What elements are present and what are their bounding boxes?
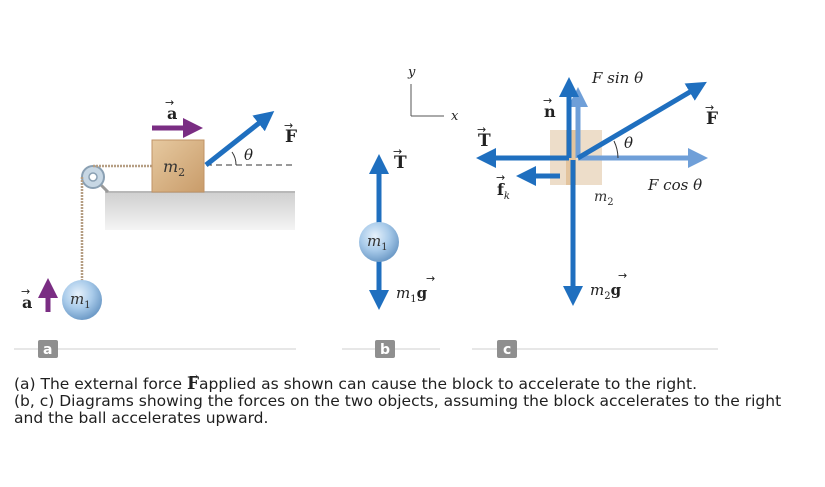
weight-label-c: m2g [590,281,622,302]
angle-label: θ [244,146,253,164]
friction-vec-mark: → [496,171,505,184]
panel-a-tag [38,340,58,358]
panel-c-tag-text: c [503,342,511,358]
ball-label-b: m1 [367,232,388,253]
applied-force-arrow [204,111,275,167]
f-sin-label: F sin θ [591,69,643,87]
axis-y-label: y [407,65,416,80]
tension-label-c: T [478,131,491,151]
ball-accel-vec-mark: → [21,285,30,298]
panel-b-tag [375,340,395,358]
panel-c-tag [497,340,517,358]
tension-vec-mark-b: → [393,145,402,158]
block-accel-label: a [167,104,177,123]
applied-force-arrow-c [576,81,707,161]
normal-label: n [544,102,556,121]
block-label-c: m2 [594,189,614,208]
panel-c: y x m2 F sin θ n → T → fk → F cos θ θ F … [407,65,718,358]
force-vec-mark: → [284,119,293,132]
panel-b-tag-text: b [380,342,390,358]
weight-vec-mark-c: → [618,269,627,282]
caption-force-symbol: →F [186,370,200,394]
weight-vec-mark-b: → [426,272,435,285]
axes-icon [410,84,444,117]
block-accel-vec-mark: → [165,96,174,109]
ball-accel-label: a [22,293,32,312]
force-vec-mark-c: → [705,101,714,114]
force-label: F [285,127,297,147]
panel-a-tag-text: a [43,342,52,358]
pulley-icon [81,165,110,194]
ball-label: m1 [70,290,91,311]
caption-line2: (b, c) Diagrams showing the forces on th… [14,392,782,427]
tension-label-b: T [394,153,407,173]
panel-b: T → m1 m1g → b [342,145,440,358]
tension-vec-mark-c: → [477,123,486,136]
table [105,192,295,230]
ball-m1 [62,280,102,320]
ball-m1-b [359,222,399,262]
angle-arc-c [613,140,619,159]
angle-arc [231,151,237,166]
angle-label-c: θ [624,134,633,152]
caption-line1-start: (a) The external force [14,375,187,393]
force-label-c: F [706,109,718,129]
friction-label: fk [497,180,510,202]
figure-caption: (a) The external force →Fapplied as show… [14,370,814,427]
block-m2 [151,139,205,193]
axis-x-label: x [451,109,459,124]
f-cos-label: F cos θ [647,176,702,194]
caption-line1-end: applied as shown can cause the block to … [199,375,698,393]
block-label: m2 [163,157,185,179]
weight-label-b: m1g [396,284,428,305]
panel-a: m2 a → θ F → m1 a → a [14,96,297,358]
normal-vec-mark: → [543,94,552,107]
